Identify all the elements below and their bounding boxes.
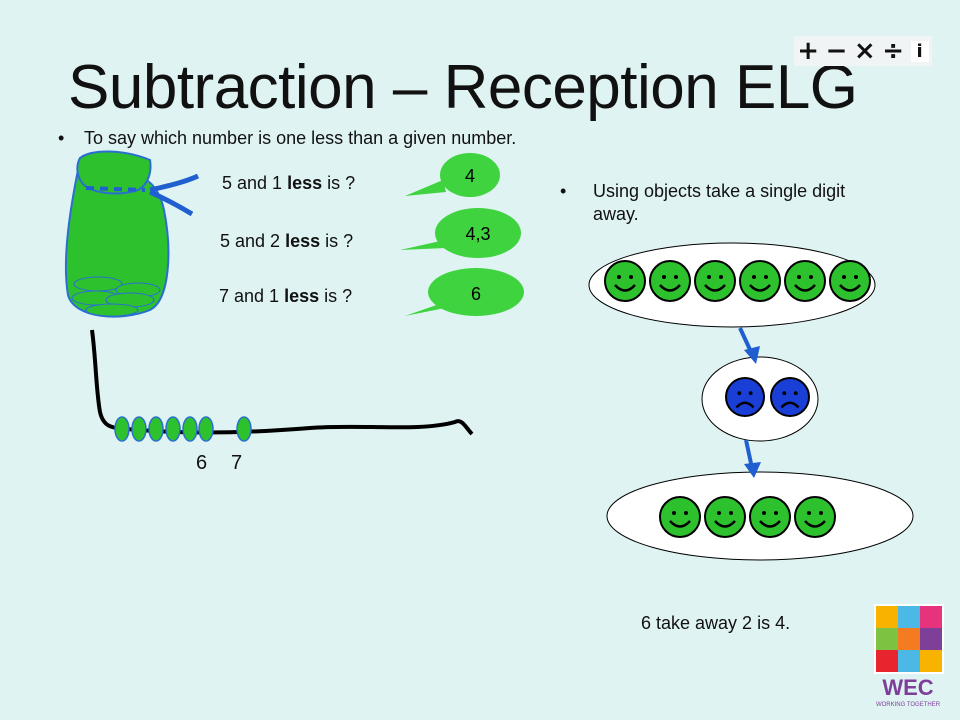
bullet-dot: •: [560, 181, 567, 201]
question-bold: less: [284, 286, 320, 306]
answer-1: 4: [465, 166, 475, 186]
info-icon[interactable]: i: [910, 40, 929, 62]
bead-label-7: 7: [231, 452, 243, 474]
bead-icon: [131, 416, 147, 442]
plus-icon[interactable]: +: [797, 36, 820, 66]
happy-face-icon: [794, 496, 836, 538]
happy-face-icon: [784, 260, 826, 302]
question-text: 5 and 2: [220, 231, 286, 251]
question-bold: less: [285, 231, 321, 251]
sad-face-icon: [770, 377, 810, 417]
bead-icon: [198, 416, 214, 442]
answer-bubble-1: 4: [405, 153, 500, 197]
down-arrow-icon: [738, 327, 760, 364]
wec-logo: WEC WORKING TOGETHER: [874, 604, 944, 708]
happy-face-icon: [694, 260, 736, 302]
summary-caption: 6 take away 2 is 4.: [641, 613, 791, 633]
answer-3: 6: [471, 284, 481, 304]
bead-icon: [165, 416, 181, 442]
objective-text: To say which number is one less than a g…: [84, 128, 517, 148]
happy-face-icon: [829, 260, 871, 302]
question-suffix: is ?: [319, 286, 353, 306]
happy-face-icon: [659, 496, 701, 538]
question-bold: less: [287, 173, 323, 193]
question-suffix: is ?: [320, 231, 354, 251]
bead-icon: [114, 416, 130, 442]
down-arrow-icon: [744, 439, 761, 478]
happy-face-icon: [739, 260, 781, 302]
bead-label-6: 6: [196, 452, 208, 474]
answer-bubble-2: 4,3: [400, 208, 521, 258]
question-text: 7 and 1: [219, 286, 285, 306]
bead-icon: [148, 416, 164, 442]
bead-icon: [236, 416, 252, 442]
bead-bag-icon: [64, 150, 200, 318]
bead-icon: [182, 416, 198, 442]
logo-text: WEC: [882, 675, 933, 700]
sad-face-icon: [725, 377, 765, 417]
question-text: 5 and 1: [222, 173, 288, 193]
answer-bubble-3: 6: [405, 268, 524, 316]
happy-face-icon: [649, 260, 691, 302]
bullet-dot: •: [58, 128, 65, 148]
times-icon[interactable]: ×: [853, 36, 876, 66]
happy-face-icon: [604, 260, 646, 302]
instruction-text: Using objects take a single digit away.: [593, 181, 846, 224]
divide-icon[interactable]: ÷: [882, 36, 904, 66]
logo-subtext: WORKING TOGETHER: [876, 702, 941, 708]
question-1: 5 and 1 less is ?: [222, 173, 355, 194]
minus-icon[interactable]: −: [825, 36, 848, 66]
operators-bar[interactable]: + − × ÷ i: [794, 36, 932, 66]
question-2: 5 and 2 less is ?: [220, 231, 353, 252]
answer-2: 4,3: [465, 224, 490, 244]
objective-bullet: • To say which number is one less than a …: [58, 128, 516, 149]
question-3: 7 and 1 less is ?: [219, 286, 352, 307]
page-title: Subtraction – Reception ELG: [68, 53, 858, 122]
happy-face-icon: [749, 496, 791, 538]
happy-face-icon: [704, 496, 746, 538]
question-suffix: is ?: [322, 173, 356, 193]
bead-string: [90, 329, 474, 442]
